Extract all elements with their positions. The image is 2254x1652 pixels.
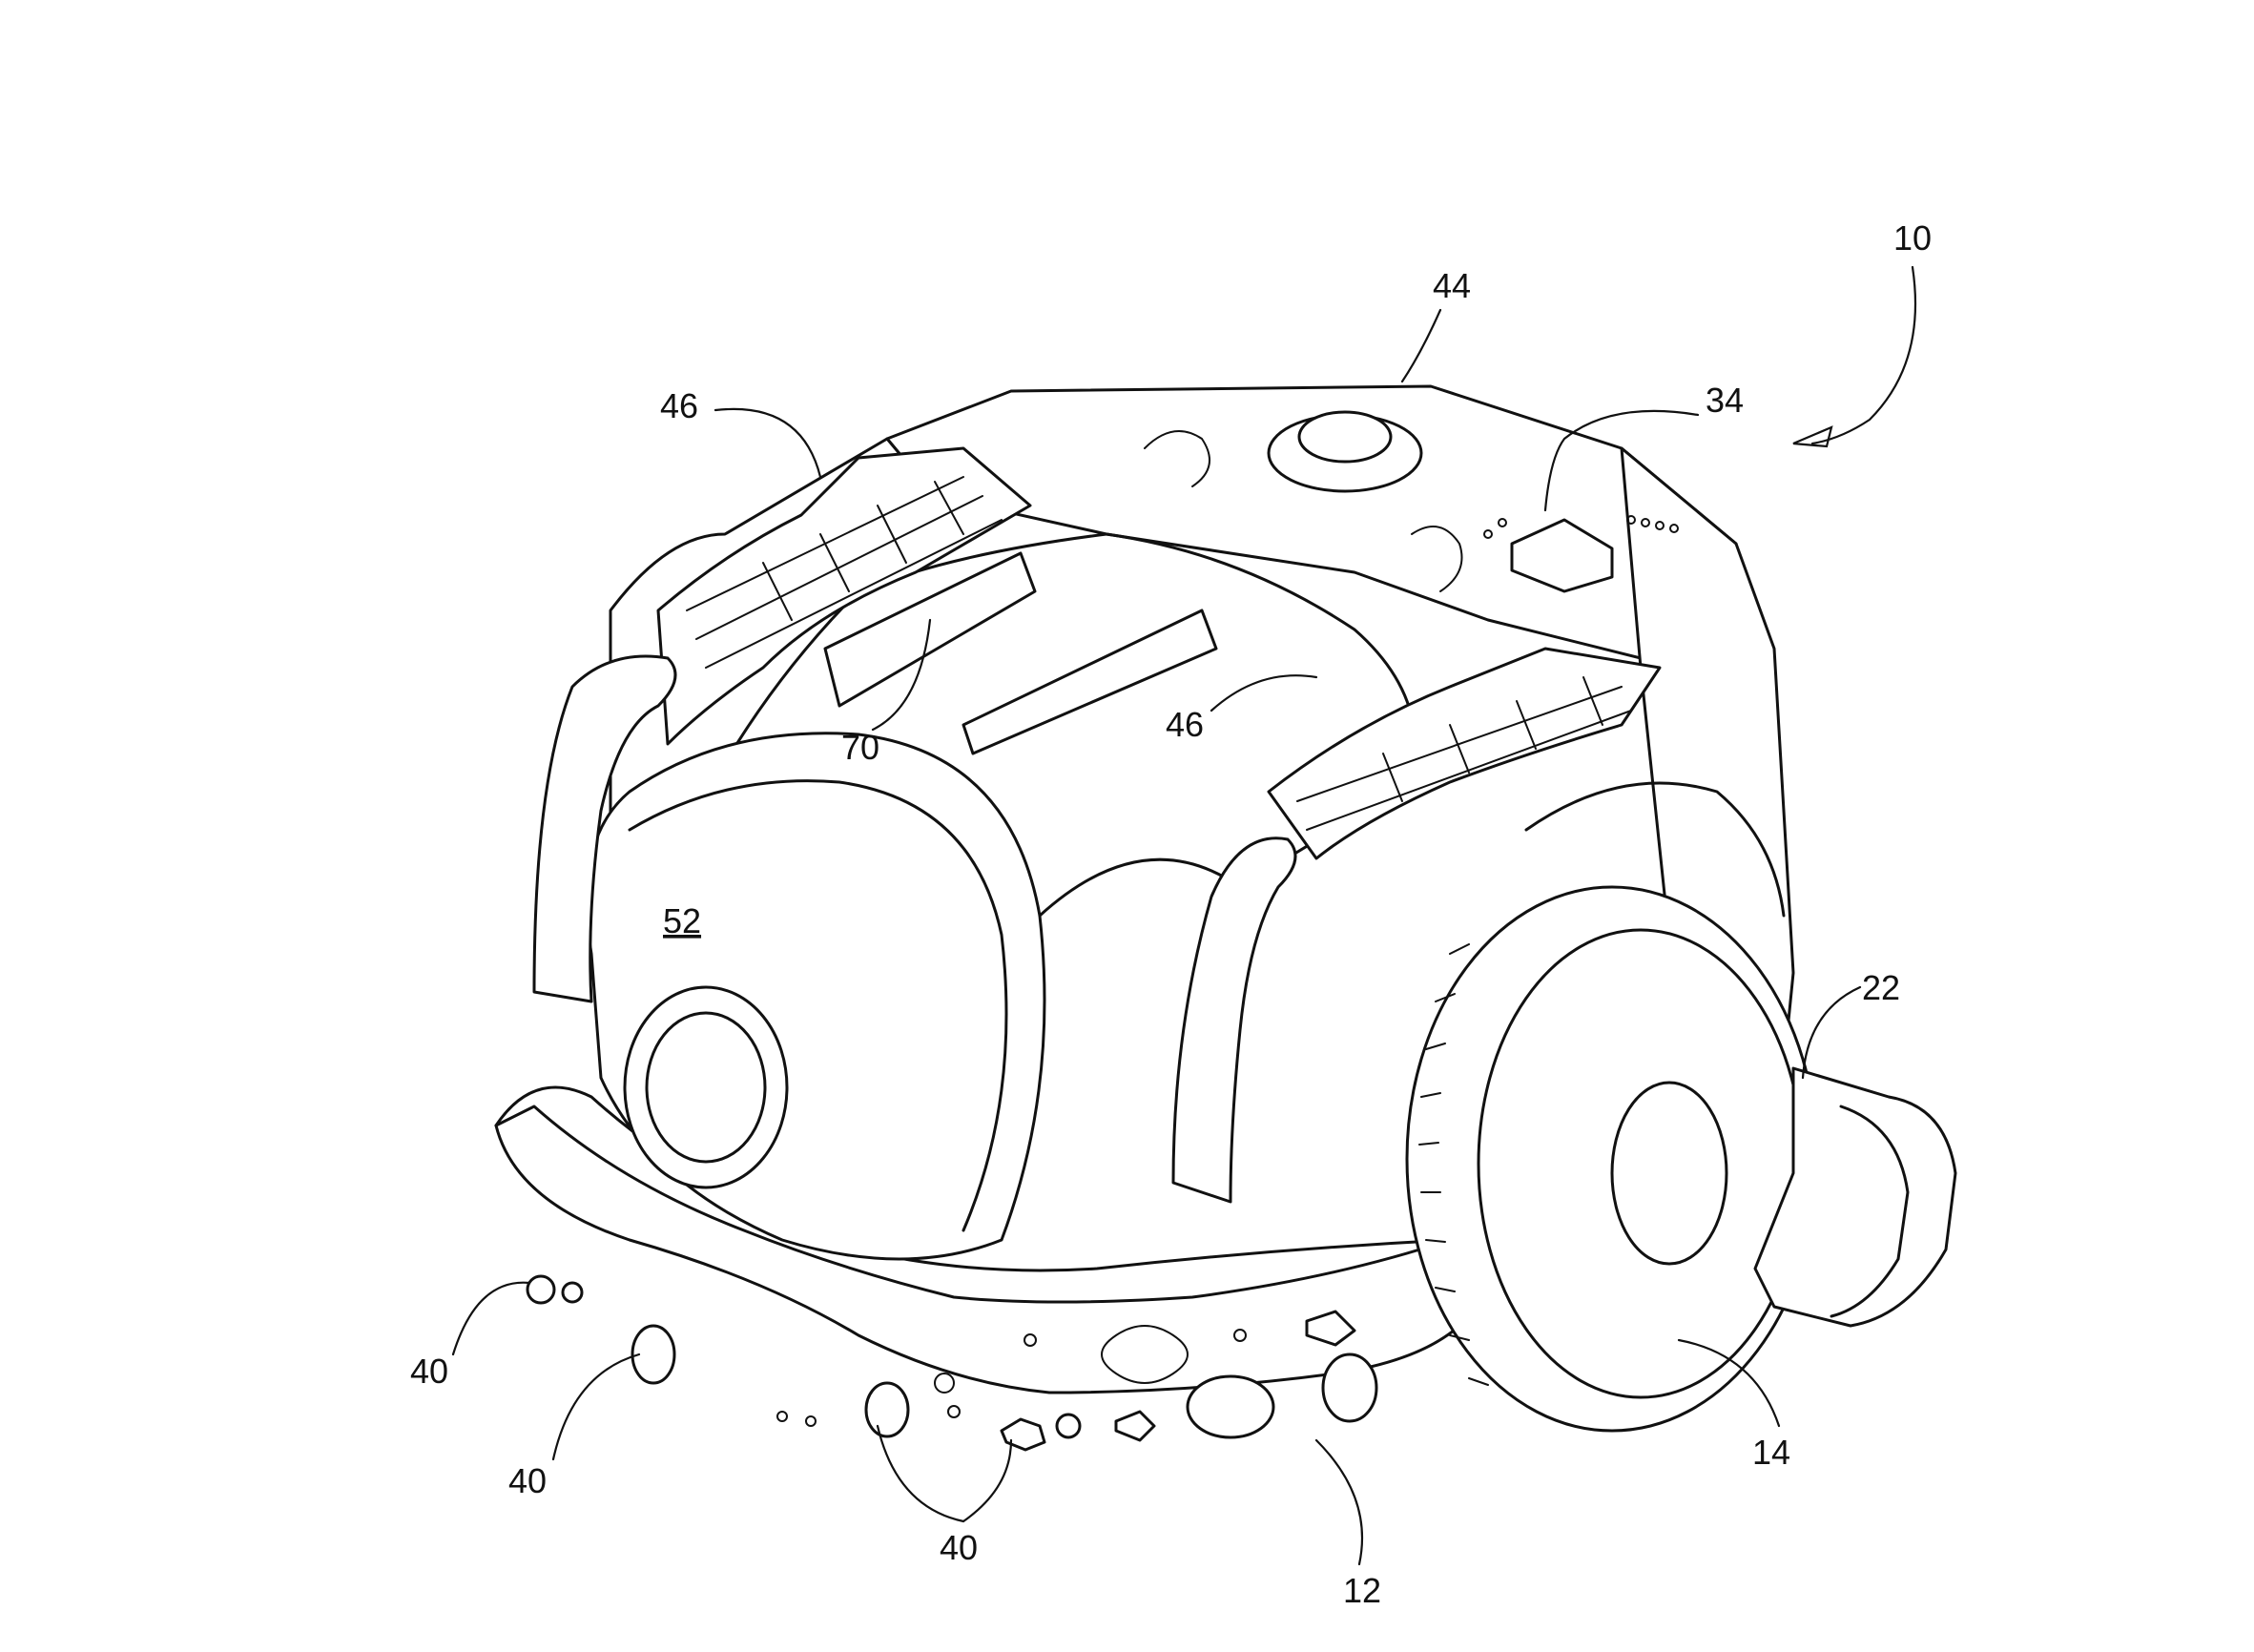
dome-inner-rim bbox=[628, 779, 1008, 1232]
arrow-10 bbox=[1792, 425, 1833, 448]
leader-40-c bbox=[876, 1424, 965, 1523]
label-bumper-center: 46 bbox=[1166, 705, 1204, 744]
label-brush-bar: 70 bbox=[841, 728, 879, 767]
leader-14 bbox=[1677, 1338, 1781, 1428]
control-button bbox=[1510, 518, 1614, 593]
leader-40-b bbox=[551, 1353, 641, 1461]
leader-22 bbox=[1801, 985, 1862, 1080]
chassis-sensors bbox=[526, 1274, 1378, 1452]
left-bumper bbox=[532, 446, 1032, 1003]
chassis-window-2 bbox=[1321, 1353, 1378, 1423]
chassis-band bbox=[494, 1105, 1471, 1394]
front-unit-body bbox=[1753, 1066, 1957, 1328]
right-bumper bbox=[1171, 647, 1662, 1204]
leader-10 bbox=[1810, 265, 1917, 445]
label-bumper-left: 46 bbox=[660, 386, 698, 425]
dome-port-inner bbox=[645, 1011, 767, 1164]
leader-70 bbox=[871, 618, 932, 732]
label-sensor-b: 40 bbox=[508, 1461, 547, 1500]
wheel-center bbox=[1610, 1081, 1728, 1266]
label-sensor-a: 40 bbox=[410, 1352, 448, 1391]
dome bbox=[585, 532, 1417, 1261]
label-front-unit: 22 bbox=[1862, 968, 1900, 1007]
label-dome: 52 bbox=[663, 901, 701, 940]
leader-46-left bbox=[713, 407, 822, 479]
chassis-window-1 bbox=[1186, 1374, 1275, 1439]
dome-top-surface bbox=[857, 532, 1417, 918]
right-bumper-body bbox=[1267, 647, 1662, 860]
reference-labels: 10 44 34 46 46 70 52 22 14 12 40 40 40 bbox=[410, 218, 1932, 1610]
brush-bar-rod bbox=[962, 609, 1218, 755]
brush-bar bbox=[823, 551, 1218, 755]
leader-12 bbox=[1314, 1438, 1364, 1566]
label-chassis: 12 bbox=[1343, 1571, 1381, 1610]
left-bumper-body bbox=[656, 446, 1032, 746]
leader-lines bbox=[451, 265, 1917, 1566]
sensor-port-2 bbox=[561, 1281, 584, 1304]
wheel bbox=[1405, 781, 1819, 1433]
sensor-port-3 bbox=[631, 1324, 676, 1385]
leader-40-d bbox=[962, 1438, 1013, 1523]
leader-40-a bbox=[451, 1281, 531, 1356]
sensor-port-4 bbox=[864, 1381, 910, 1438]
dome-shell bbox=[585, 732, 1046, 1261]
brush-bar-body bbox=[823, 551, 1037, 708]
label-control-button: 34 bbox=[1706, 381, 1744, 420]
label-assembly: 10 bbox=[1893, 218, 1932, 258]
right-handle bbox=[1171, 836, 1297, 1204]
label-wheel: 14 bbox=[1752, 1433, 1790, 1472]
label-top-cover: 44 bbox=[1433, 266, 1471, 305]
leader-34 bbox=[1543, 409, 1700, 512]
leader-44 bbox=[1400, 308, 1442, 383]
sensor-port-5 bbox=[1000, 1417, 1046, 1452]
sensor-port-1 bbox=[526, 1274, 556, 1305]
wheel-arch bbox=[1524, 781, 1786, 918]
label-sensor-c: 40 bbox=[940, 1528, 978, 1567]
top-cover-details bbox=[1144, 410, 1679, 593]
front-unit bbox=[1753, 1066, 1957, 1328]
leader-46-center bbox=[1210, 674, 1318, 712]
top-knob-cap bbox=[1297, 410, 1393, 464]
left-handle bbox=[532, 654, 677, 1003]
